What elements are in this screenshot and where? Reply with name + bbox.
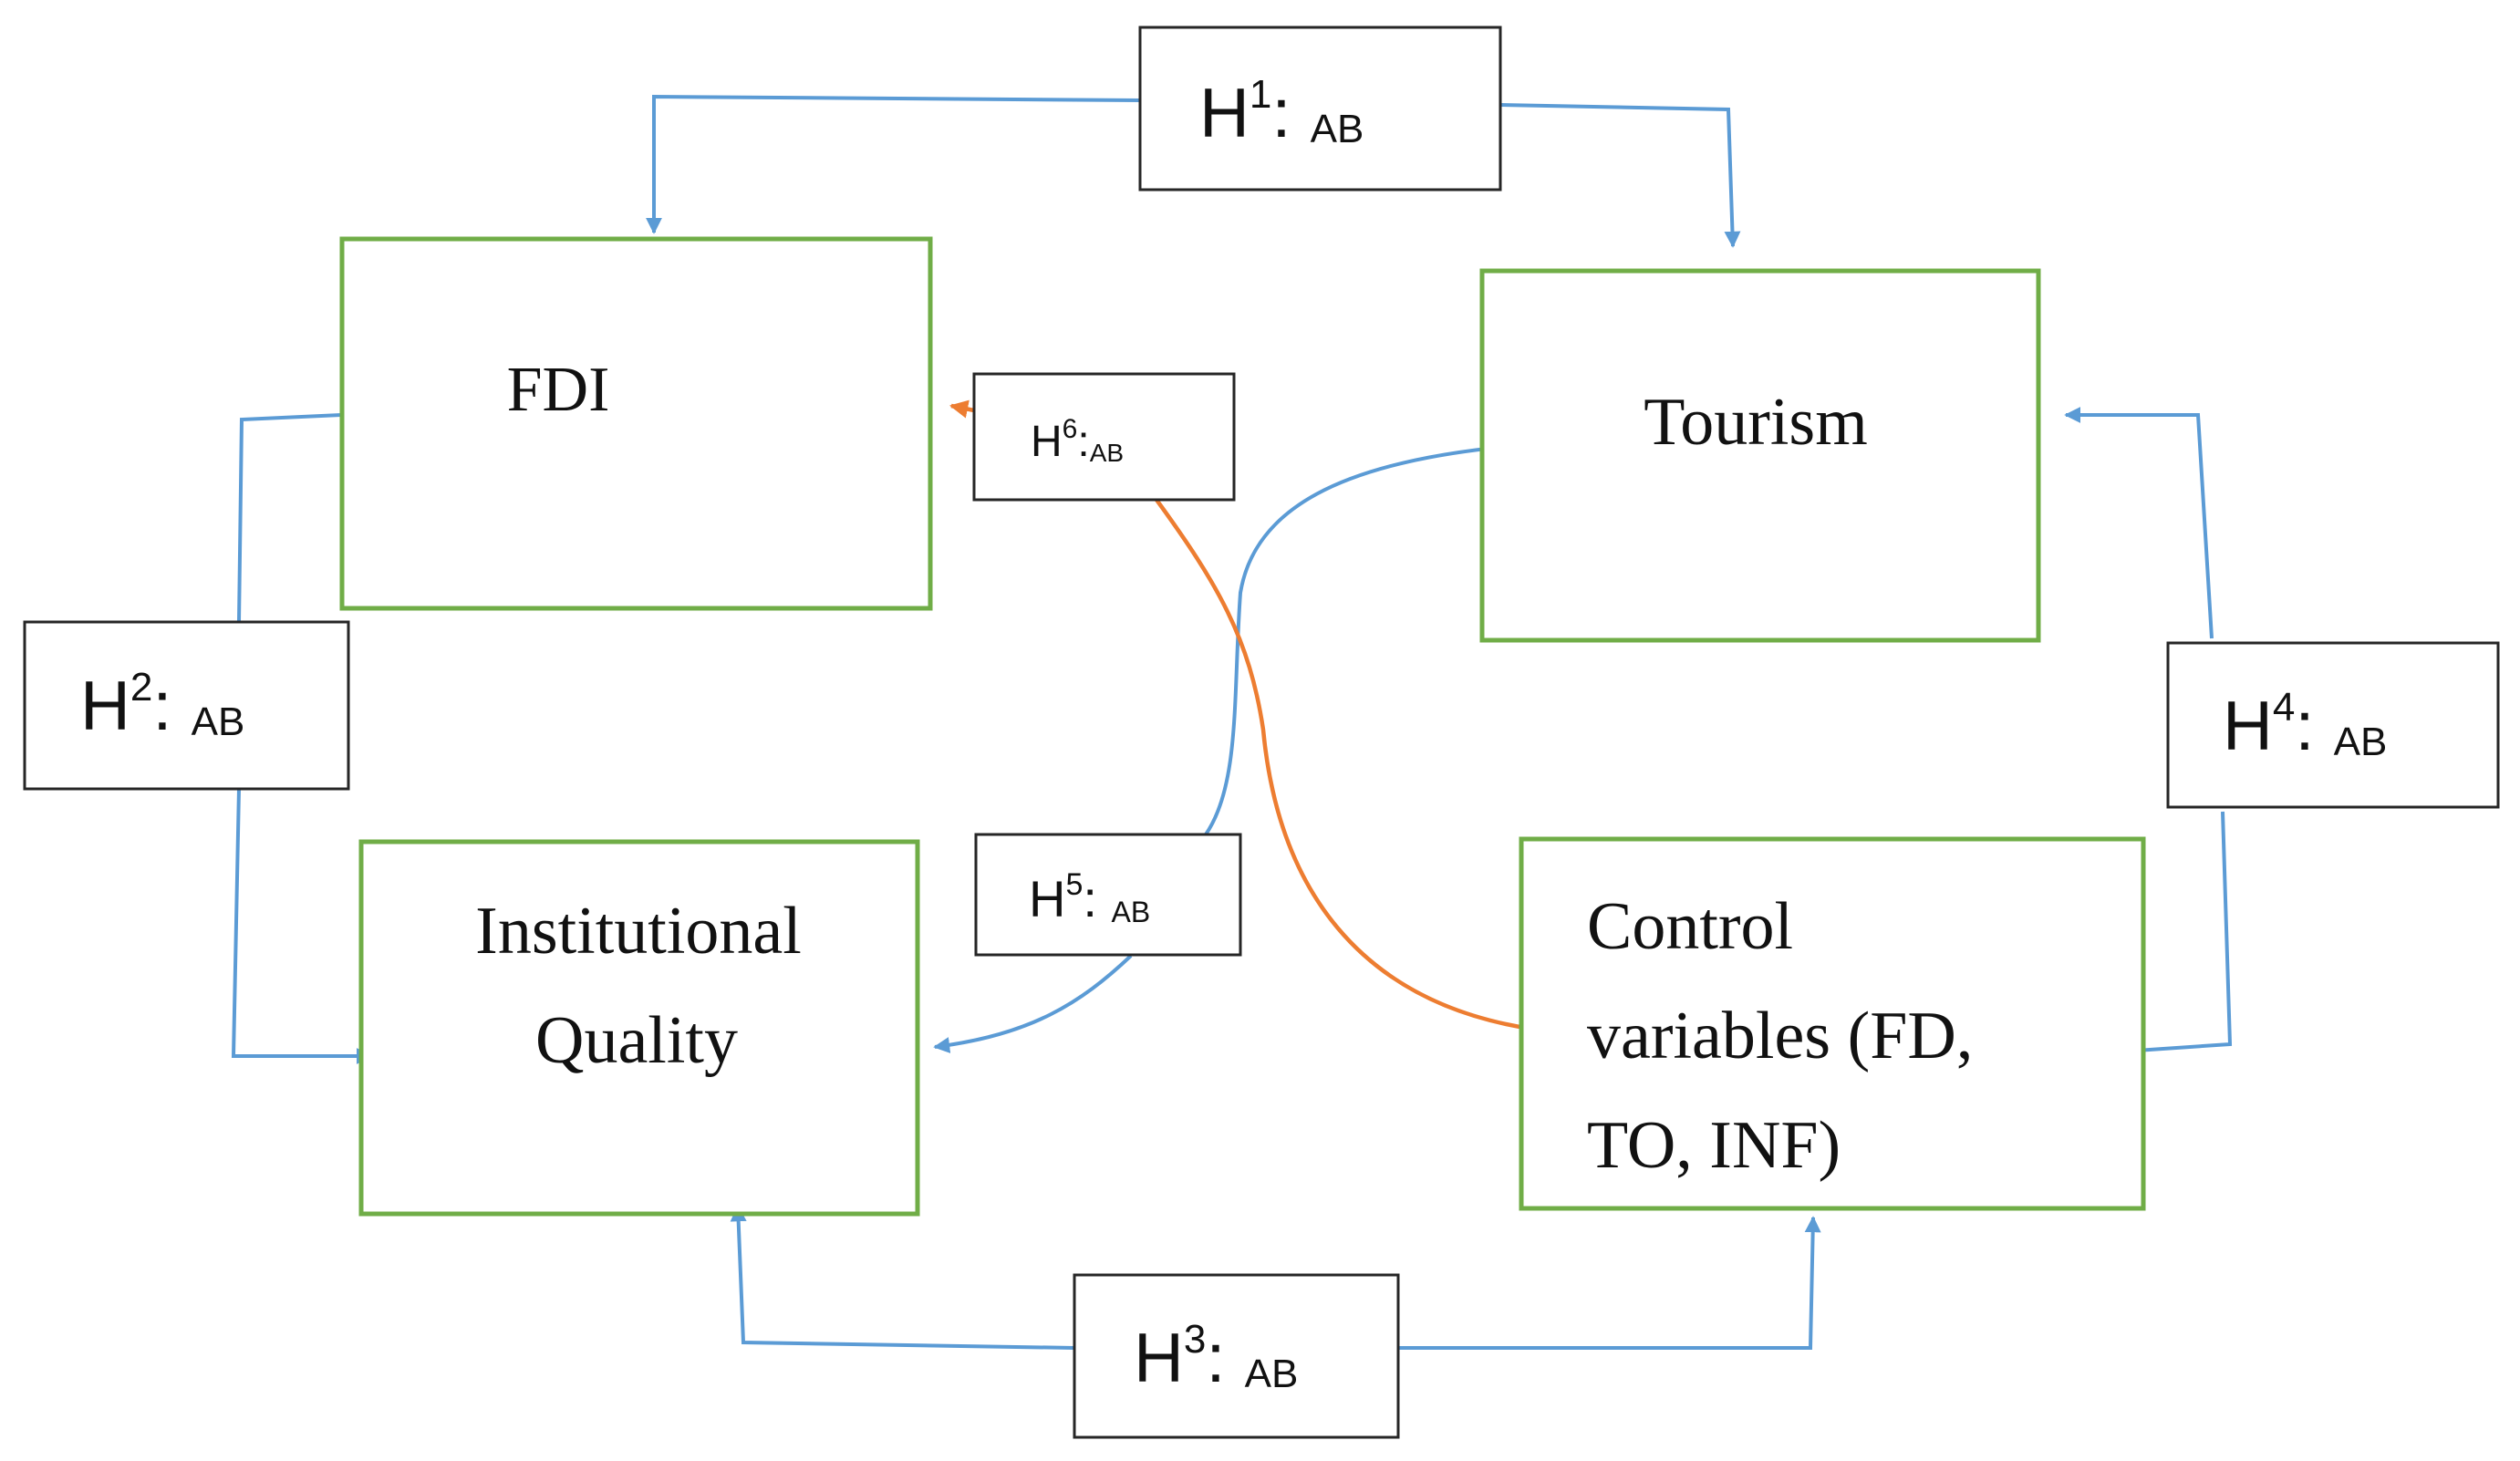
h2-to-fdi-arrow [237, 405, 383, 623]
h6-to-control-variables-arrow [1155, 498, 1562, 1041]
node-control-variables-line1: Control [1587, 889, 1793, 964]
hypothesis-h4: H4: AB [2166, 641, 2500, 809]
hypothesis-h6-label: H6:AB [1031, 414, 1124, 467]
node-control-variables-line3: TO, INF) [1587, 1108, 1841, 1183]
hypothesis-h3: H3: AB [1073, 1273, 1400, 1439]
hypothesis-h1-label: H1: AB [1199, 72, 1364, 152]
h4-to-tourism-arrow [2064, 407, 2214, 639]
connectors [231, 94, 2233, 1350]
hypothesis-h2-label: H2: AB [80, 665, 244, 745]
h1-to-tourism-arrow [1499, 103, 1741, 248]
h6-to-fdi-arrow [949, 399, 975, 419]
node-control-variables: Control variables (FD, TO, INF) [1519, 836, 2146, 1211]
node-control-variables-line2: variables (FD, [1587, 999, 1973, 1073]
h3-to-institutional-quality-arrow [730, 1205, 1075, 1350]
hypothesis-h3-label: H3: AB [1134, 1317, 1298, 1397]
node-tourism: Tourism [1479, 268, 2041, 643]
h3-to-control-variables-arrow [1398, 1216, 1821, 1350]
hypothesis-h5-label: H5: AB [1029, 867, 1150, 928]
node-institutional-quality-line2: Quality [535, 1003, 738, 1078]
hypothesis-h1: H1: AB [1138, 26, 1502, 192]
h2-to-institutional-quality-arrow [231, 788, 373, 1064]
node-tourism-label: Tourism [1644, 385, 1868, 460]
node-institutional-quality-line1: Institutional [475, 894, 802, 969]
hypothesis-h6: H6:AB [972, 372, 1236, 502]
node-fdi-label: FDI [507, 355, 610, 425]
hypothesis-h4-label: H4: AB [2223, 685, 2387, 765]
hypothesis-h5: H5: AB [974, 833, 1242, 957]
h1-to-fdi-arrow [646, 94, 1141, 234]
h5-to-tourism-arrow [1204, 438, 1525, 836]
node-institutional-quality: Institutional Quality [358, 839, 920, 1217]
node-fdi: FDI [339, 236, 933, 611]
hypothesis-h2: H2: AB [23, 620, 350, 791]
h5-to-institutional-quality-arrow [933, 954, 1133, 1053]
